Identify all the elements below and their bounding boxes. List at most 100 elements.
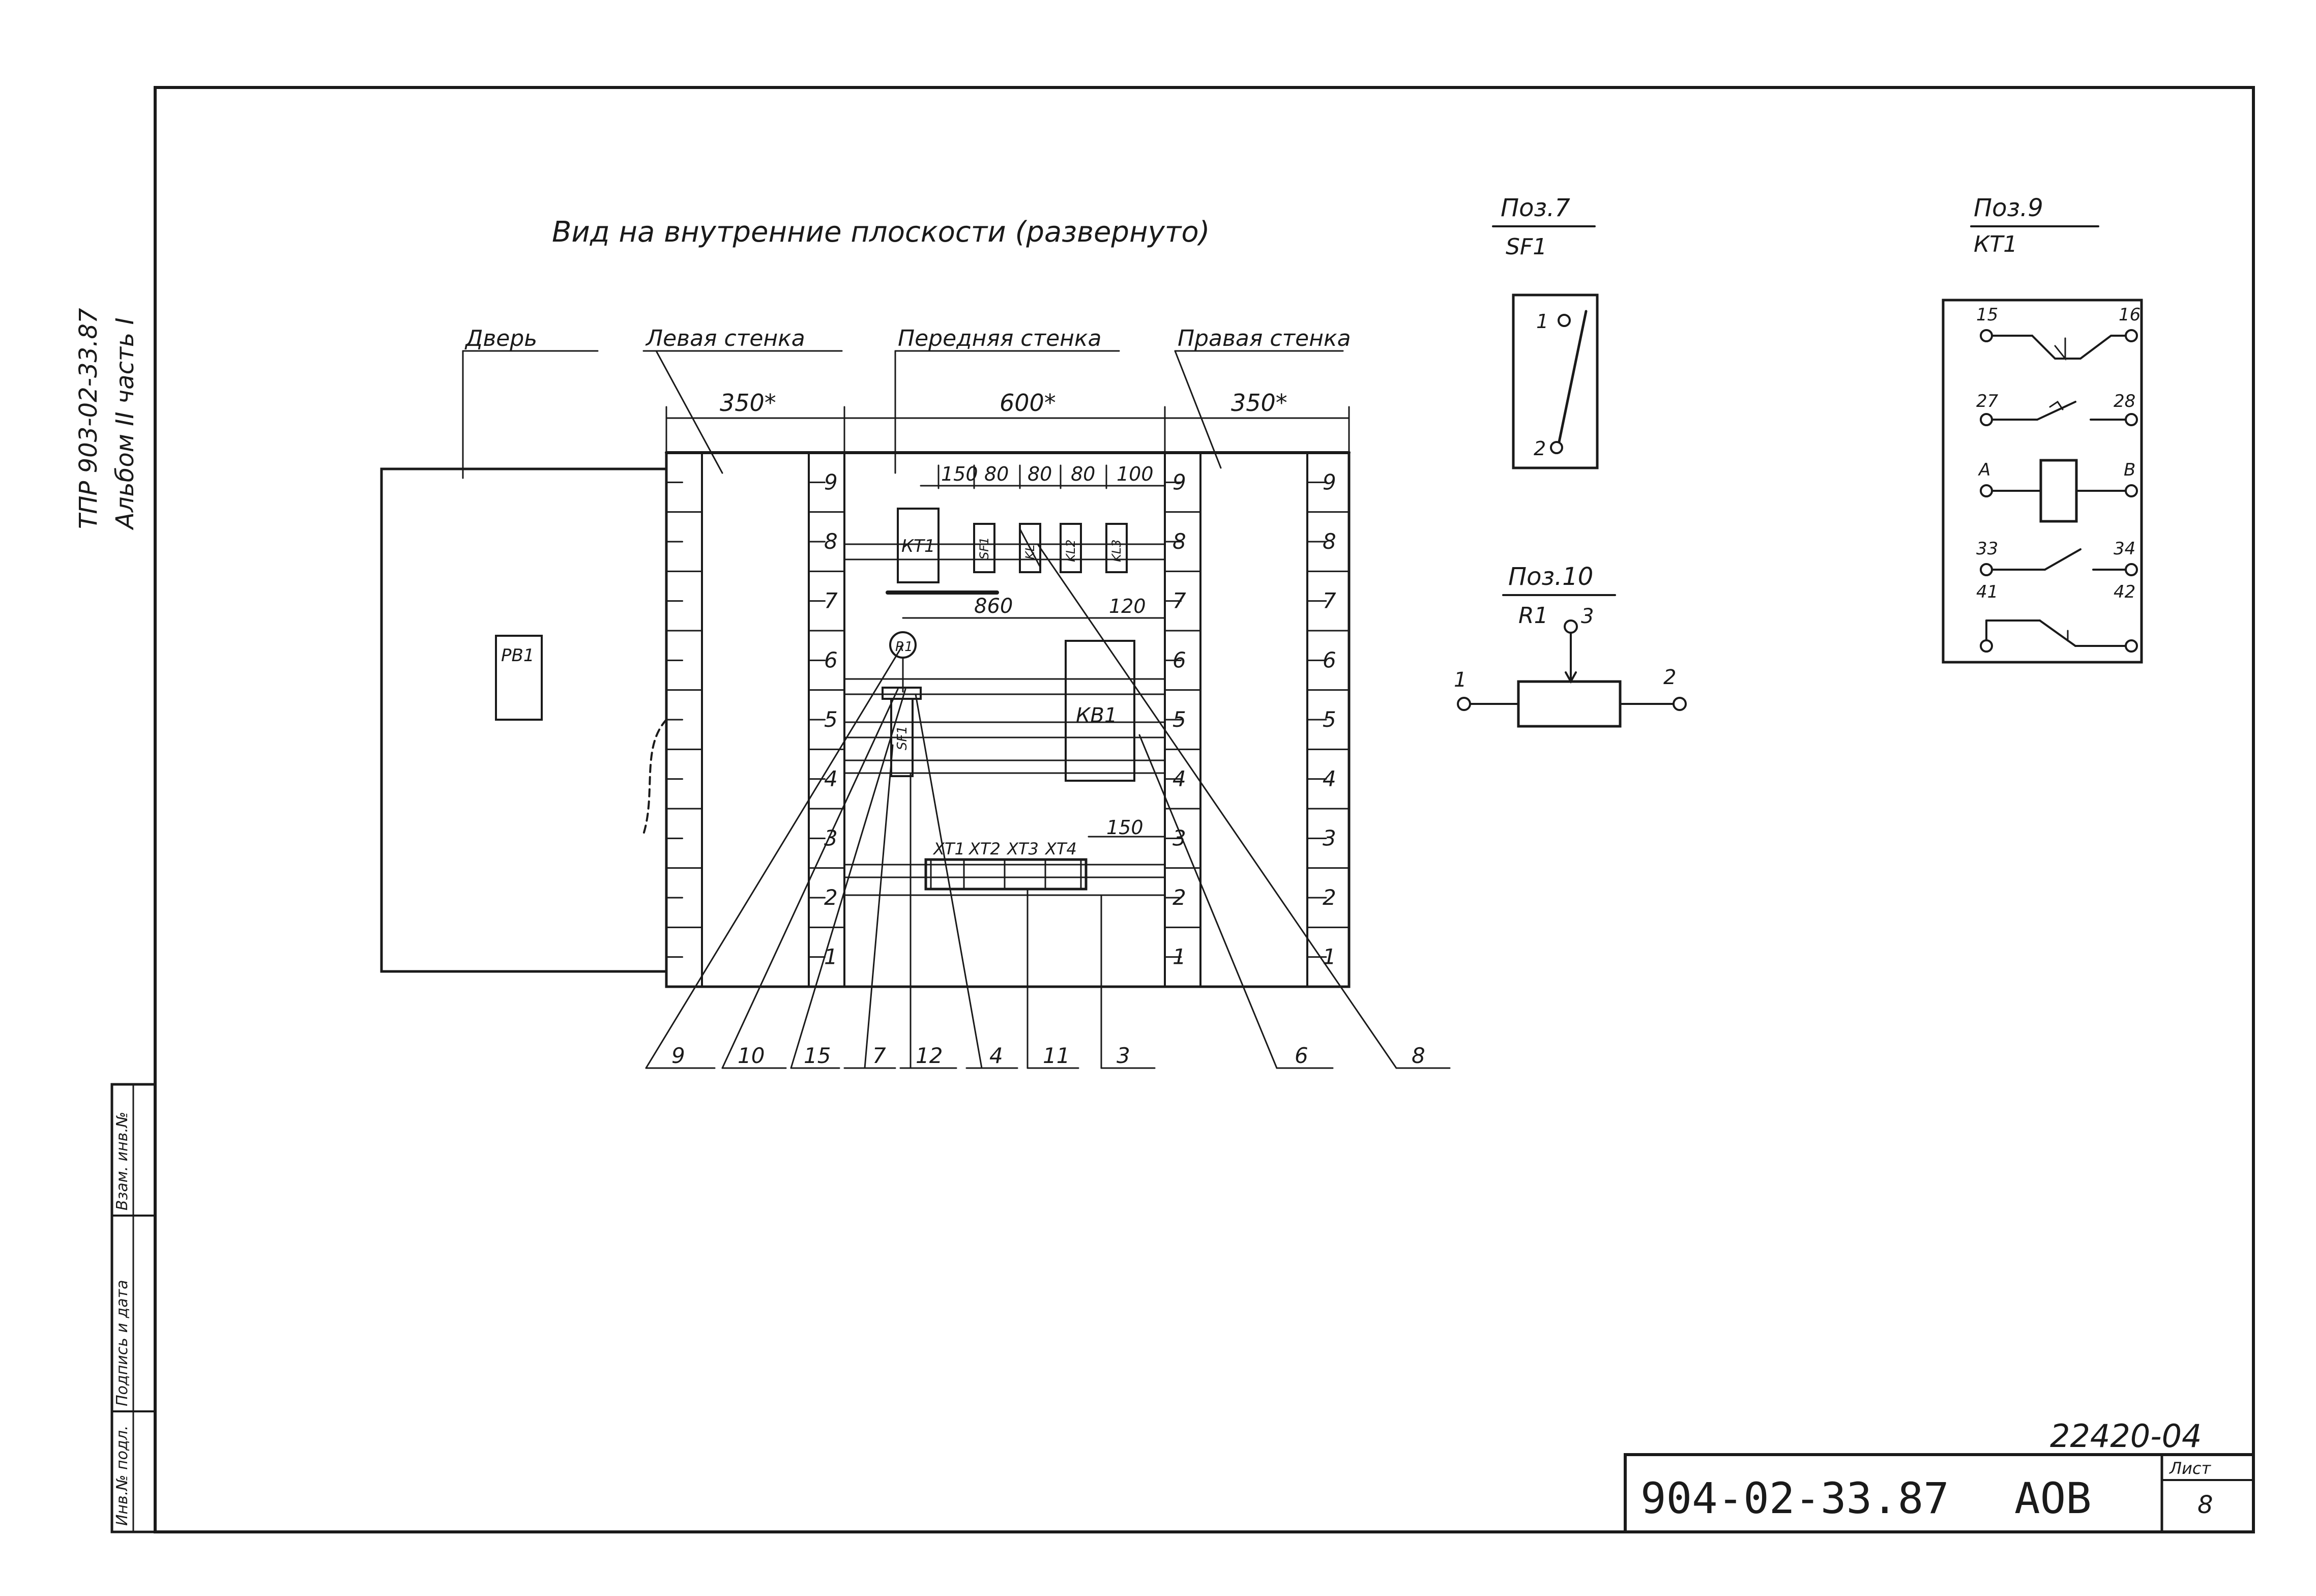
rail-strip-ticks [665, 452, 703, 988]
label-front-wall: Передняя стенка [898, 326, 1101, 351]
rail-number: 9 [824, 469, 838, 494]
dim-right-width: 350* [1231, 389, 1287, 417]
callout-10: 10 [738, 1043, 765, 1068]
kt1-label: КТ1 [901, 536, 935, 556]
margin-label-inv: Инв.№ подл. [113, 1426, 131, 1526]
pos10-pin3: 3 [1581, 605, 1594, 628]
rail-number: 3 [1172, 825, 1186, 850]
pos9-title: Поз.9 [1974, 194, 2043, 222]
margin-label-replace: Взам. инв.№ [113, 1112, 131, 1210]
pos9-row5-right: 42 [2114, 582, 2135, 602]
rail-strip-ticks [1306, 452, 1350, 988]
pos9-kt1-symbol [1942, 225, 2143, 664]
pos10-pin2: 2 [1663, 666, 1676, 689]
pos9-row1-left: 15 [1976, 305, 1998, 325]
rail-number: 9 [1172, 469, 1186, 494]
view-title: Вид на внутренние плоскости (развернуто) [552, 216, 1210, 249]
side-stamp-line2: Альбом II часть I [111, 317, 139, 530]
rail-device-1-label: SF1 [977, 537, 991, 559]
rail-number: 2 [1323, 885, 1336, 910]
rail-number: 4 [1172, 766, 1186, 791]
rail-number: 4 [824, 766, 838, 791]
rail-strip-ticks [1164, 452, 1201, 988]
callout-4: 4 [989, 1043, 1003, 1068]
dim-150: 150 [1106, 816, 1144, 839]
terminal-block [924, 858, 1088, 891]
rail-number: 2 [1172, 885, 1186, 910]
pos9-subtitle: КТ1 [1974, 231, 2017, 257]
rv1-box [495, 635, 543, 721]
rail-number: 7 [1172, 588, 1186, 613]
rail-number: 7 [824, 588, 838, 613]
label-right-wall: Правая стенка [1178, 326, 1351, 351]
r1-circle-label: R1 [895, 639, 913, 655]
rail-number: 8 [824, 529, 838, 554]
callout-9: 9 [671, 1043, 685, 1068]
cabinet-body [642, 350, 1351, 988]
title-block [1624, 1453, 2255, 1533]
callout-11: 11 [1043, 1043, 1070, 1068]
pos9-row2-right: 28 [2114, 391, 2135, 411]
rail-number: 6 [1323, 647, 1336, 672]
section-code: АОВ [2014, 1473, 2092, 1523]
rail-number: 1 [1323, 944, 1336, 969]
callout-leaders [645, 543, 1451, 1069]
dim-front-width: 600* [1000, 389, 1056, 417]
kv1-label: КВ1 [1076, 704, 1117, 727]
pos7-contact-bottom: 2 [1534, 437, 1546, 460]
door-component-label: РВ1 [501, 645, 534, 666]
callout-6: 6 [1295, 1043, 1308, 1068]
dim-spacing-1: 150 [941, 463, 978, 485]
din-device-4 [1105, 523, 1128, 573]
rail-number: 5 [1172, 707, 1186, 732]
margin-label-sign: Подпись и дата [113, 1280, 131, 1407]
doc-number: 904-02-33.87 [1640, 1473, 1949, 1523]
terminal-label-3: ХТ3 [1006, 839, 1039, 859]
dim-spacing-5: 100 [1117, 463, 1154, 485]
side-stamp-line1: ТПР 903-02-33.87 [74, 308, 103, 529]
din-device-3 [1060, 523, 1082, 573]
pos7-subtitle: SF1 [1506, 234, 1547, 260]
terminal-label-2: ХТ2 [968, 839, 1001, 859]
pos10-pin1: 1 [1454, 668, 1467, 692]
callout-7: 7 [872, 1043, 886, 1068]
rail-number: 3 [1323, 825, 1336, 850]
sheet-frame [154, 86, 2255, 1533]
terminal-label-4: ХТ4 [1044, 839, 1077, 859]
pos9-row4-left: 33 [1976, 539, 1998, 559]
rail-number: 6 [1172, 647, 1186, 672]
rail-number: 1 [824, 944, 838, 969]
rail-number: 5 [824, 707, 838, 732]
pos10-title: Поз.10 [1508, 563, 1593, 591]
pos9-row4-right: 34 [2114, 539, 2135, 559]
label-left-wall: Левая стенка [645, 326, 805, 351]
rail-number: 5 [1323, 707, 1336, 732]
rail-number: 4 [1323, 766, 1336, 791]
pos9-row2-left: 27 [1976, 391, 1999, 411]
callout-15: 15 [804, 1043, 831, 1068]
kv1-block [1065, 640, 1135, 782]
rail-number: 8 [1323, 529, 1336, 554]
rail-number: 1 [1172, 944, 1186, 969]
din-device-1 [973, 523, 995, 573]
left-margin-stamp [110, 1083, 157, 1533]
rail-number: 7 [1323, 588, 1336, 613]
dim-spacing-2: 80 [984, 463, 1009, 485]
callout-8: 8 [1412, 1043, 1425, 1068]
order-number: 22420-04 [2050, 1417, 2202, 1455]
label-door: Дверь [464, 326, 537, 351]
sf1-lower-label: SF1 [895, 726, 910, 750]
sheet-label: Лист [2169, 1459, 2211, 1478]
rail-number: 8 [1172, 529, 1186, 554]
rail-device-2-label: KL [1023, 545, 1037, 559]
pos9-row1-right: 16 [2119, 305, 2141, 325]
sf1-device [882, 687, 922, 700]
pos9-row3-left: A [1978, 460, 1990, 480]
pos10-r1-symbol [1457, 594, 1687, 728]
rail-number: 9 [1323, 469, 1336, 494]
rail-device-4-label: KL3 [1109, 540, 1124, 562]
rail-device-3-label: KL2 [1064, 540, 1078, 562]
pos9-row5-left: 41 [1976, 582, 1998, 602]
terminal-label-1: ХТ1 [932, 839, 965, 859]
